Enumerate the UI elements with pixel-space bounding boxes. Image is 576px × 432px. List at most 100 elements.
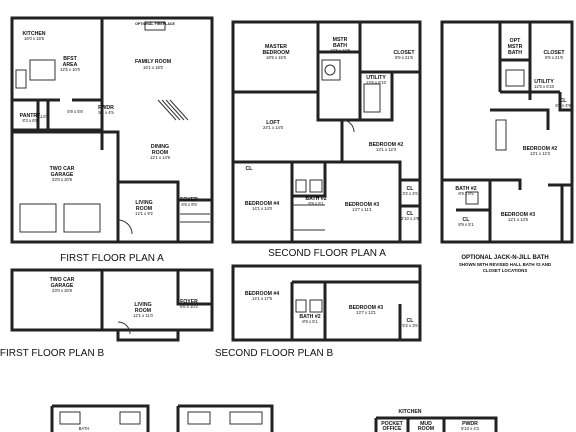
bedroom-3-b-label: BEDROOM #3 [349, 305, 383, 311]
garage-dim: 23'0 x 20'8 [52, 177, 73, 182]
second-floor-plan-b: BEDROOM #4 14'1 x 17'6 BATH #2 8'9 x 5'1… [215, 264, 422, 359]
bedroom-3-b-dim: 13'7 x 13'1 [356, 310, 377, 315]
jack-bath-2-label: BATH #2 [455, 186, 476, 192]
opt-bath-label-2: MSTR [508, 44, 523, 50]
bottom-kitchen-label: KITCHEN [398, 409, 421, 415]
living-b-label: LIVING [134, 302, 151, 308]
jack-cl-dim-2: 8'9 x 5'1 [458, 222, 474, 227]
bedroom-3-dim: 13'7 x 11'1 [352, 207, 372, 212]
opt-bath-label: OPT [510, 38, 521, 44]
bath-2-label: BATH #2 [305, 196, 326, 202]
jack-cl-label-2: CL [463, 217, 471, 223]
first-floor-plan-a: KITCHEN 16'0 x 16'6 BFST AREA 12'5 x 10'… [10, 16, 214, 264]
closet-cl-dim-2: 3'2 x 2'6 [402, 191, 418, 196]
foyer-label: FOYER [180, 197, 198, 203]
caption-first-floor-b: FIRST FLOOR PLAN B [0, 348, 104, 359]
jack-bedroom-2-label: BEDROOM #2 [523, 146, 557, 152]
jack-closet-dim: 8'9 x 21'6 [545, 55, 563, 60]
master-bath-label-2: BATH [333, 43, 347, 49]
opt-bath-label-3: BATH [508, 50, 522, 56]
mud-room-label: MUD [420, 421, 432, 427]
jack-n-jill-plan: OPT MSTR BATH CLOSET 8'9 x 21'6 UTILITY … [440, 20, 574, 273]
bedroom-4-b-label: BEDROOM #4 [245, 291, 279, 297]
bath-2-b-dim: 8'9 x 5'1 [302, 319, 318, 324]
jack-cl-label: CL [560, 98, 568, 104]
bedroom-2-label: BEDROOM #2 [369, 142, 403, 148]
garage-label-2: GARAGE [51, 172, 74, 178]
bath-2-b-label: BATH #2 [299, 314, 320, 320]
living-b-dim: 12'1 x 11'0 [133, 313, 153, 318]
bedroom-3-label: BEDROOM #3 [345, 202, 379, 208]
jack-caption-sub-1: SHOWN WITH REVISED HALL BATH #2 AND [459, 262, 551, 267]
family-room-label: FAMILY ROOM [135, 59, 171, 65]
living-b-label-2: ROOM [135, 308, 151, 314]
bottom-pwdr-label: PWDR [462, 421, 478, 427]
caption-first-floor-a: FIRST FLOOR PLAN A [60, 253, 164, 264]
dining-dim: 12'1 x 14'9 [150, 155, 171, 160]
bottom-bath-label: BATH [79, 426, 90, 431]
closet-cl-label-3: CL [407, 211, 415, 217]
bedroom-4-label: BEDROOM #4 [245, 201, 279, 207]
caption-second-floor-b: SECOND FLOOR PLAN B [215, 348, 334, 359]
pocket-office-label-2: OFFICE [382, 426, 402, 432]
jack-closet-label: CLOSET [543, 50, 565, 56]
closet-label: CLOSET [393, 50, 415, 56]
living-dim: 12'1 x 9'2 [135, 211, 153, 216]
closet-cl-label-1: CL [246, 166, 254, 172]
bfst-label-2: AREA [63, 62, 78, 68]
garage-b-dim: 23'0 x 20'8 [52, 288, 73, 293]
master-bedroom-dim: 18'5 x 15'0 [266, 55, 287, 60]
jack-cl-dim: 5'8 x 4'9 [555, 103, 571, 108]
cl-b-dim: 5'2 x 3'6 [402, 323, 418, 328]
loft-label: LOFT [266, 120, 280, 126]
foyer-dim: 6'6 x 9'9 [181, 202, 197, 207]
living-label: LIVING [135, 200, 152, 206]
pantry-dim: 8'3 x 6'8 [22, 118, 38, 123]
closet-cl-label-2: CL [407, 186, 415, 192]
dining-label: DINING [151, 144, 169, 150]
foyer-b-label: FOYER [180, 299, 198, 305]
utility-dim: 12'6 x 6'10 [366, 80, 387, 85]
bottom-pwdr-dim: 5'10 x 4'3 [461, 426, 479, 431]
mud-room-label-2: ROOM [418, 426, 434, 432]
dining-label-2: ROOM [152, 150, 168, 156]
family-room-dim: 16'1 x 18'0 [143, 65, 164, 70]
garage-label: TWO CAR [50, 166, 75, 172]
closet-cl-dim-3: 2'10 x 2'9 [401, 216, 419, 221]
pwdr-label: PWDR [98, 105, 114, 111]
bfst-label: BFST [63, 56, 77, 62]
partial-plans-bottom: BATH KITCHEN POCKET OFFICE MUD ROOM PWDR… [50, 404, 498, 432]
cl-b-label: CL [407, 318, 415, 324]
jack-caption-sub-2: CLOSET LOCATIONS [483, 268, 528, 273]
master-bath-dim: 10'8 x 10'8 [330, 48, 351, 53]
jack-bedroom-3-dim: 12'1 x 13'5 [508, 217, 529, 222]
master-bedroom-label: MASTER [265, 44, 287, 50]
fireplace-label: OPTIONAL FIREPLACE [135, 22, 175, 26]
bedroom-2-dim: 13'1 x 12'3 [376, 147, 397, 152]
garage-b-label: TWO CAR [50, 277, 75, 283]
bath-2-dim: 8'9 x 5'1 [308, 201, 324, 206]
living-label-2: ROOM [136, 206, 152, 212]
bfst-dim: 12'5 x 10'0 [60, 67, 81, 72]
jack-bedroom-3-label: BEDROOM #3 [501, 212, 535, 218]
loft-dim: 24'1 x 14'0 [263, 125, 284, 130]
garage-b-label-2: GARAGE [51, 283, 74, 289]
kitchen-label: KITCHEN [22, 31, 45, 37]
jack-bedroom-2-dim: 13'1 x 12'3 [530, 151, 551, 156]
master-bedroom-label-2: BEDROOM [262, 50, 289, 56]
first-floor-plan-b: TWO CAR GARAGE 23'0 x 20'8 LIVING ROOM 1… [0, 268, 214, 359]
pantry-label: PANTRY [20, 113, 41, 119]
pwdr-dim: 5'1 x 4'5 [98, 110, 114, 115]
pocket-office-label: POCKET [381, 421, 403, 427]
bedroom-4-b-dim: 14'1 x 17'6 [252, 296, 273, 301]
caption-second-floor-a: SECOND FLOOR PLAN A [268, 248, 386, 259]
misc-dim: 5'9 x 5'8 [67, 109, 83, 114]
second-floor-plan-a: MASTER BEDROOM 18'5 x 15'0 MSTR BATH 10'… [231, 20, 422, 259]
bedroom-4-dim: 14'1 x 14'0 [252, 206, 273, 211]
kitchen-dim: 16'0 x 16'6 [24, 36, 45, 41]
clst-label: CLST [38, 114, 49, 119]
closet-dim: 8'9 x 21'6 [395, 55, 413, 60]
jack-utility-dim: 12'6 x 6'10 [534, 84, 555, 89]
jack-utility-label: UTILITY [534, 79, 554, 85]
